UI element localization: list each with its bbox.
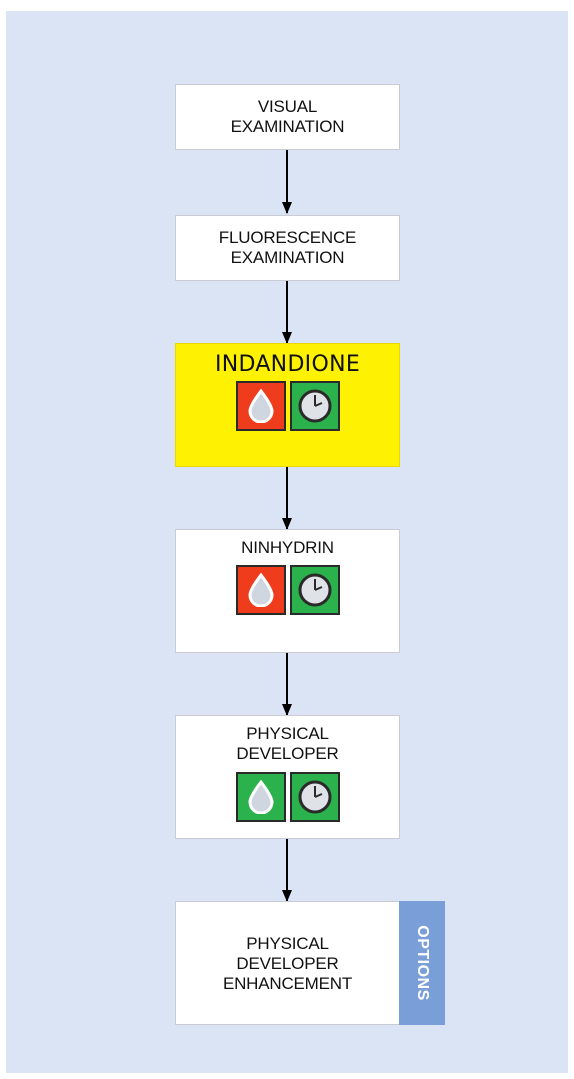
step-icons [176, 381, 399, 431]
step-icons [176, 772, 399, 822]
step-visual-examination: VISUAL EXAMINATION [175, 84, 400, 150]
step-label: NINHYDRIN [241, 538, 334, 557]
water-drop-icon [235, 565, 286, 615]
options-tab: OPTIONS [399, 901, 445, 1025]
step-ninhydrin: NINHYDRIN [175, 529, 400, 653]
clock-icon [289, 381, 340, 431]
step-label: PHYSICAL DEVELOPER ENHANCEMENT [222, 934, 353, 993]
water-drop-icon [235, 772, 286, 822]
step-label: VISUAL EXAMINATION [230, 97, 345, 136]
step-label: INDANDIONE [214, 352, 361, 377]
step-icons [176, 565, 399, 615]
clock-icon [289, 565, 340, 615]
step-fluorescence-examination: FLUORESCENCE EXAMINATION [175, 215, 400, 281]
water-drop-icon [235, 381, 286, 431]
step-indandione: INDANDIONE [175, 343, 400, 467]
step-physical-developer: PHYSICAL DEVELOPER [175, 715, 400, 839]
clock-icon [289, 772, 340, 822]
options-label: OPTIONS [414, 925, 432, 1001]
step-physical-developer-enhancement: PHYSICAL DEVELOPER ENHANCEMENT [175, 901, 400, 1025]
step-label: FLUORESCENCE EXAMINATION [218, 228, 357, 267]
step-label: PHYSICAL DEVELOPER [236, 724, 339, 763]
